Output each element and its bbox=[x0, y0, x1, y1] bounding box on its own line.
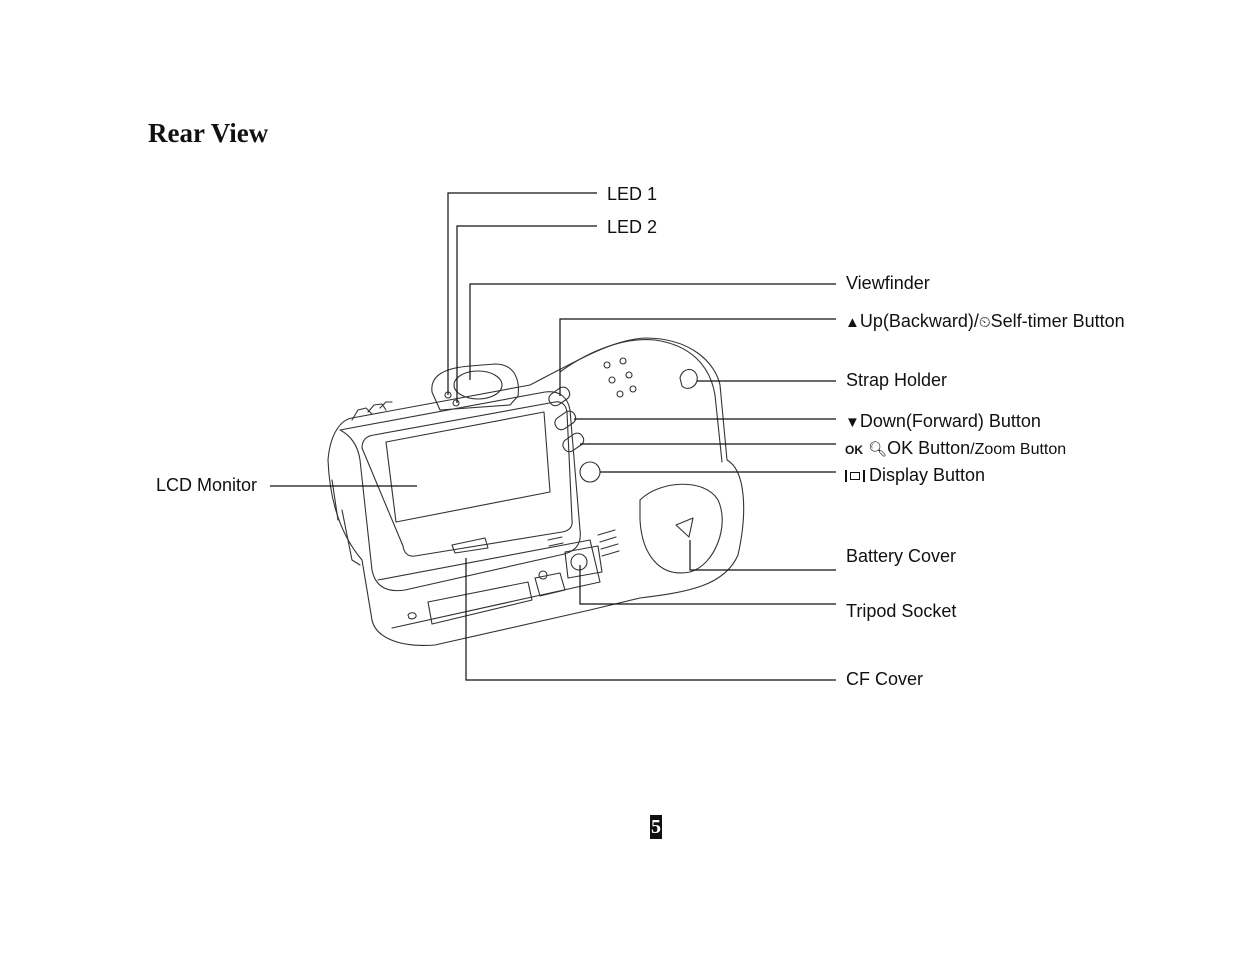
leader-tripod bbox=[579, 565, 836, 605]
led2-dot bbox=[452, 399, 460, 407]
label-led1: LED 1 bbox=[607, 184, 658, 204]
label-display-button: Display Button bbox=[845, 464, 985, 486]
page-title: Rear View bbox=[148, 118, 269, 148]
label-lcd-monitor: LCD Monitor bbox=[156, 475, 258, 495]
leader-led2 bbox=[456, 225, 597, 403]
viewfinder-window bbox=[453, 370, 503, 400]
display-icon bbox=[845, 470, 865, 482]
camera-body-outline bbox=[327, 337, 745, 646]
cf-cover-latch bbox=[451, 537, 489, 554]
leader-cf bbox=[465, 558, 836, 681]
page-number: 5 bbox=[650, 815, 662, 839]
label-up-button: ▲Up(Backward)/⏲Self-timer Button bbox=[845, 311, 1125, 331]
label-strap-holder: Strap Holder bbox=[846, 370, 948, 390]
strap-holder-shape bbox=[679, 368, 698, 389]
leader-battery bbox=[689, 540, 836, 571]
leader-viewfinder bbox=[469, 283, 836, 380]
ok-glyph: OK bbox=[845, 443, 863, 457]
tripod-socket-shape bbox=[570, 553, 588, 571]
label-ok-button: OK 🔍︎OK Button/Zoom Button bbox=[845, 438, 1067, 458]
down-triangle-icon: ▼ bbox=[845, 414, 860, 431]
label-tripod-socket: Tripod Socket bbox=[846, 601, 957, 621]
leader-led1 bbox=[447, 192, 597, 395]
up-triangle-icon: ▲ bbox=[845, 314, 860, 331]
down-button-shape bbox=[554, 410, 577, 431]
magnifier-icon: 🔍︎ bbox=[868, 441, 888, 458]
display-button-shape bbox=[579, 461, 601, 483]
label-led2: LED 2 bbox=[607, 217, 658, 237]
lcd-screen bbox=[385, 411, 551, 523]
lcd-frame bbox=[361, 401, 573, 557]
self-timer-icon: ⏲ bbox=[978, 314, 991, 331]
battery-cover-shape bbox=[639, 483, 723, 574]
grip-outline bbox=[559, 339, 723, 463]
label-down-button: ▼Down(Forward) Button bbox=[845, 411, 1041, 431]
label-cf-cover: CF Cover bbox=[846, 669, 924, 689]
viewfinder-housing bbox=[431, 363, 519, 411]
label-battery-cover: Battery Cover bbox=[846, 546, 957, 566]
leader-up bbox=[559, 318, 836, 396]
label-viewfinder: Viewfinder bbox=[846, 273, 930, 293]
up-button-shape bbox=[548, 386, 571, 407]
ok-button-shape bbox=[562, 432, 585, 453]
